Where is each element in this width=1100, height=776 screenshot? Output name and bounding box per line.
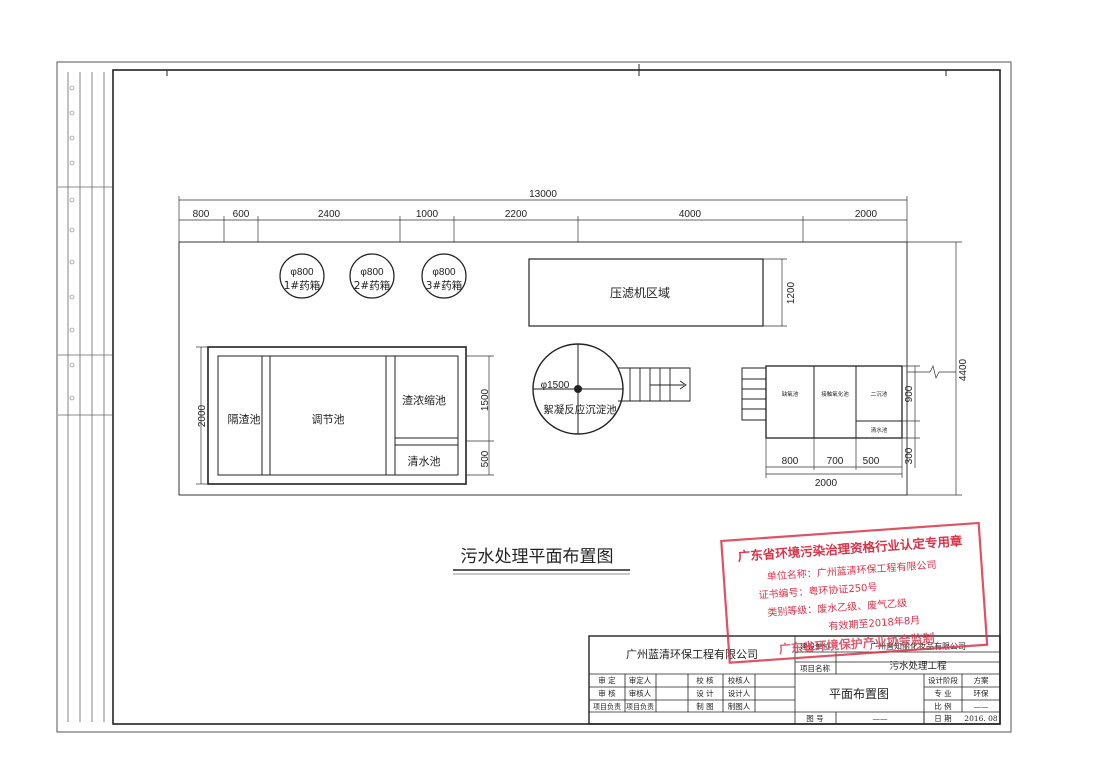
tb-project-name: 污水处理工程: [889, 660, 947, 672]
tb-audit-label: 审 核: [598, 688, 616, 698]
tb-check-person: 校核人: [728, 675, 751, 685]
tb-stage-value: 方案: [974, 675, 989, 685]
tb-client: 广州直知丽化妆品有限公司: [870, 641, 966, 651]
tb-check-label: 校 核: [696, 675, 714, 685]
dim-top-2: 2400: [318, 209, 341, 220]
pool-clearwater-label: 清水池: [408, 455, 441, 468]
tank-1: φ800 1#药箱: [279, 253, 325, 299]
tb-stage-label: 设计阶段: [928, 675, 958, 685]
tank-3: φ800 3#药箱: [421, 253, 467, 299]
dim-overall: 13000: [529, 189, 557, 200]
dim-top-5: 4000: [679, 209, 702, 220]
tank-2: φ800 2#药箱: [349, 253, 395, 299]
clarifier-label: 絮凝反应沉淀池: [543, 403, 617, 416]
drawing-title: 污水处理平面布置图: [461, 547, 614, 567]
dim-unit-total: 2000: [815, 478, 838, 489]
stamp-line-3: 证书编号：粤环协证250号: [758, 580, 878, 601]
dim-unit-2: 500: [863, 456, 880, 467]
dim-unit-0: 800: [782, 456, 799, 467]
tank-2-diameter: φ800: [360, 267, 384, 278]
tank-3-diameter: φ800: [432, 267, 456, 278]
tb-design-person: 设计人: [728, 688, 751, 698]
tb-design-label: 设 计: [696, 688, 714, 698]
tb-company: 广州蓝清环保工程有限公司: [626, 647, 758, 661]
tank-1-diameter: φ800: [290, 267, 314, 278]
filter-press-label: 压滤机区域: [610, 286, 670, 300]
dim-top-1: 600: [233, 209, 250, 220]
binding-ticks: [69, 85, 75, 401]
tb-discipline-label: 专 业: [934, 688, 952, 698]
tb-project-label: 项目名称: [800, 663, 830, 673]
dim-top-4: 2200: [505, 209, 528, 220]
small-unit: [741, 365, 903, 439]
dim-top-0: 800: [193, 209, 210, 220]
tb-scale-value: ——: [974, 702, 990, 711]
pool-block: [207, 346, 467, 485]
unit-cell-secondary-clarifier: 二沉池: [871, 390, 888, 398]
unit-cell-contact-oxidation: 接触氧化池: [821, 390, 849, 398]
unit-cell-clearwater: 清水池: [871, 426, 888, 434]
dim-thickener-height: 1500: [480, 388, 491, 411]
right-dimension: [907, 241, 962, 496]
stamp-line-4: 类别等级：废水乙级、废气乙级: [767, 596, 908, 619]
small-unit-dimensions: [765, 365, 920, 478]
tb-number-value: ——: [873, 714, 889, 723]
clarifier: [532, 343, 624, 435]
dim-unit-right-1: 300: [904, 447, 915, 464]
stamp-line-5: 有效期至2018年8月: [828, 613, 920, 632]
dim-top-6: 2000: [855, 209, 878, 220]
tank-3-label: 3#药箱: [426, 279, 462, 292]
clarifier-diameter: φ1500: [541, 380, 570, 391]
dim-unit-right-0: 900: [904, 385, 915, 402]
tb-review-person: 审定人: [629, 675, 652, 685]
pool-equalization-label: 调节池: [312, 413, 345, 426]
site-boundary: [178, 241, 908, 496]
top-dimension-chain: [178, 196, 908, 242]
filter-press-dimension: [763, 258, 787, 327]
tb-scale-label: 比 例: [934, 701, 951, 711]
binding-margin: [58, 72, 112, 722]
dim-top-3: 1000: [416, 209, 439, 220]
tb-date-value: 2016. 08: [964, 714, 998, 723]
tb-draw-person: 制图人: [728, 701, 751, 711]
dim-right-total: 4400: [958, 358, 969, 381]
tb-discipline-value: 环保: [974, 689, 989, 698]
pool-thickener-label: 渣浓缩池: [402, 393, 446, 407]
dim-press-height: 1200: [786, 281, 797, 304]
stamp-line-2: 单位名称：广州蓝清环保工程有限公司: [766, 558, 936, 583]
tb-audit-person: 审核人: [629, 688, 652, 698]
unit-cell-anoxic: 缺氧池: [782, 390, 799, 398]
dim-clearwater-height: 500: [480, 450, 491, 467]
tb-draw-label: 制 图: [696, 701, 713, 711]
stair-to-clarifier: [618, 367, 691, 402]
tank-2-label: 2#药箱: [354, 279, 390, 292]
pool-dimensions: [196, 346, 494, 485]
tb-construction-unit-label: 建设单位: [800, 641, 830, 651]
tb-number-label: 图 号: [806, 714, 823, 723]
filter-press-area: [528, 258, 764, 327]
pool-screen-label: 隔渣池: [228, 412, 261, 426]
tb-date-label: 日 期: [934, 714, 951, 723]
outer-border: [56, 61, 1012, 733]
tb-pm-person: 项目负责: [626, 702, 654, 711]
tb-review-label: 审 定: [598, 675, 616, 685]
dim-unit-1: 700: [827, 456, 844, 467]
tb-pm-label: 项目负责: [593, 702, 621, 711]
tb-drawing-title: 平面布置图: [829, 687, 889, 701]
inner-border: [112, 69, 1001, 725]
dim-pool-height: 2000: [197, 404, 208, 427]
tank-1-label: 1#药箱: [284, 279, 320, 292]
